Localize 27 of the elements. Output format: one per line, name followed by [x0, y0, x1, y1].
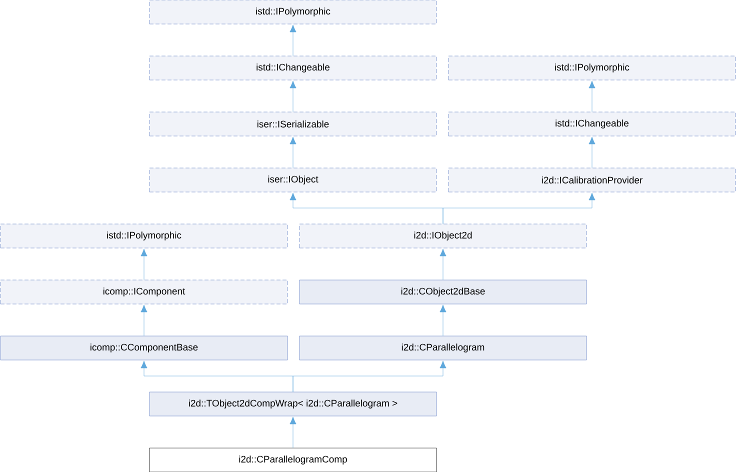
arrow: [140, 248, 148, 280]
class-box: i2d::CObject2dBase: [299, 280, 587, 304]
arrow: [290, 24, 296, 56]
interface-box: istd::IPolymorphic: [0, 224, 288, 248]
arrow: [440, 304, 446, 336]
interface-box: istd::IPolymorphic: [448, 56, 736, 80]
interface-box: icomp::IComponent: [0, 280, 288, 304]
interface-box: iser::IObject: [149, 168, 437, 192]
arrow: [292, 360, 446, 392]
class-box: icomp::CComponentBase: [0, 336, 288, 360]
interface-box: istd::IPolymorphic: [149, 0, 437, 24]
interface-box: istd::IChangeable: [448, 112, 736, 136]
class-box: i2d::TObject2dCompWrap< i2d::CParallelogram >: [149, 392, 437, 416]
arrow: [588, 136, 596, 168]
class-box: i2d::CParallelogram: [299, 336, 587, 360]
arrow: [290, 80, 296, 112]
arrow: [588, 80, 596, 112]
interface-box: iser::ISerializable: [149, 112, 437, 136]
class-box: i2d::CParallelogramComp: [149, 448, 437, 472]
arrow: [442, 192, 596, 224]
arrow: [140, 304, 148, 336]
interface-box: istd::IChangeable: [149, 56, 437, 80]
interface-box: i2d::IObject2d: [299, 224, 587, 248]
arrow: [440, 248, 446, 280]
interface-box: i2d::ICalibrationProvider: [448, 168, 736, 192]
arrow: [290, 136, 296, 168]
arrow: [290, 416, 296, 448]
